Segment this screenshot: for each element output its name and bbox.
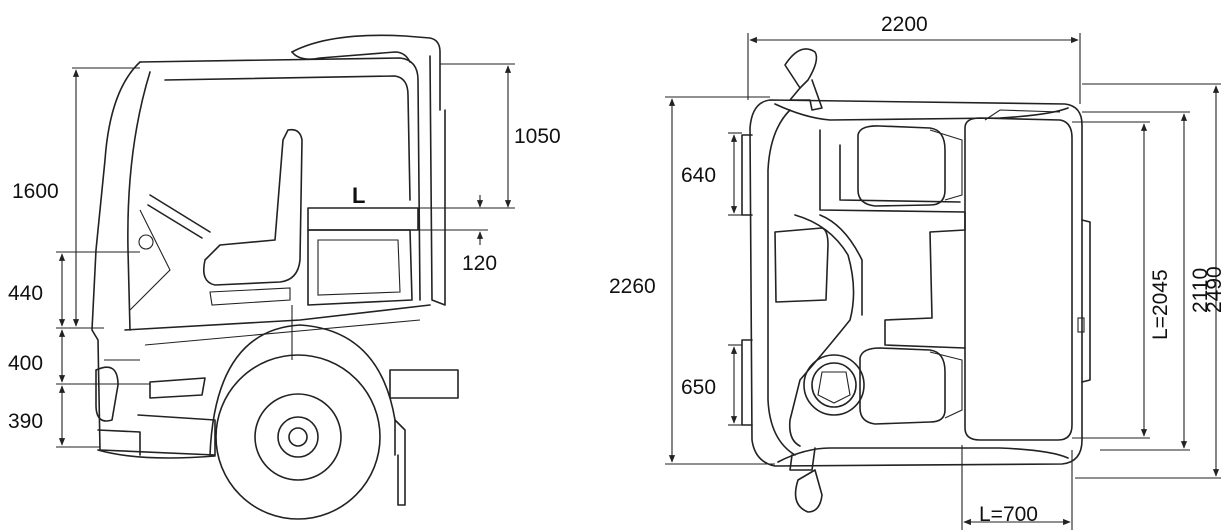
dim-mid-step: 400 bbox=[8, 352, 43, 375]
top-view-cab bbox=[741, 48, 1091, 513]
cab-front-outline bbox=[91, 61, 216, 456]
mirror-top bbox=[784, 48, 818, 89]
dim-bunk-label: L bbox=[352, 183, 365, 208]
dim-cab-width: 2200 bbox=[881, 13, 928, 36]
passenger-seat bbox=[857, 125, 946, 207]
side-view-cab bbox=[91, 34, 459, 520]
dim-upper-step: 440 bbox=[8, 282, 43, 305]
top-bunk bbox=[964, 117, 1073, 441]
cab-roof-outline bbox=[749, 99, 1083, 467]
top-view-dimensions bbox=[665, 33, 1221, 530]
chassis-rail bbox=[389, 369, 459, 399]
driver-seat-top bbox=[859, 347, 946, 425]
front-wheel bbox=[215, 354, 381, 520]
roof-spoiler bbox=[291, 34, 441, 111]
dim-lower-section: 650 bbox=[681, 376, 716, 399]
dim-roof-to-bunk: 1050 bbox=[514, 125, 561, 148]
dim-bunk-width: L=700 bbox=[979, 503, 1038, 526]
dim-cab-length: 2260 bbox=[609, 275, 656, 298]
driver-seat bbox=[202, 128, 303, 286]
dim-overall-length-text: 2490 bbox=[1203, 266, 1221, 313]
dim-inner-length: 2110 bbox=[1189, 268, 1212, 313]
steering-wheel bbox=[149, 194, 211, 233]
side-view-dimensions bbox=[56, 63, 515, 448]
dim-upper-section: 640 bbox=[681, 164, 716, 187]
dim-bunk-length: L=2045 bbox=[1149, 269, 1172, 340]
dashboard bbox=[774, 227, 829, 303]
headlight bbox=[95, 366, 119, 422]
dim-cab-height: 1600 bbox=[12, 180, 59, 203]
dim-lower-step: 390 bbox=[8, 410, 43, 433]
wheel-arch bbox=[209, 324, 396, 456]
bunk-side bbox=[307, 207, 419, 231]
mirror-bottom bbox=[794, 469, 823, 513]
steering-wheel-top bbox=[803, 354, 865, 416]
dim-bunk-thickness: 120 bbox=[462, 252, 497, 275]
